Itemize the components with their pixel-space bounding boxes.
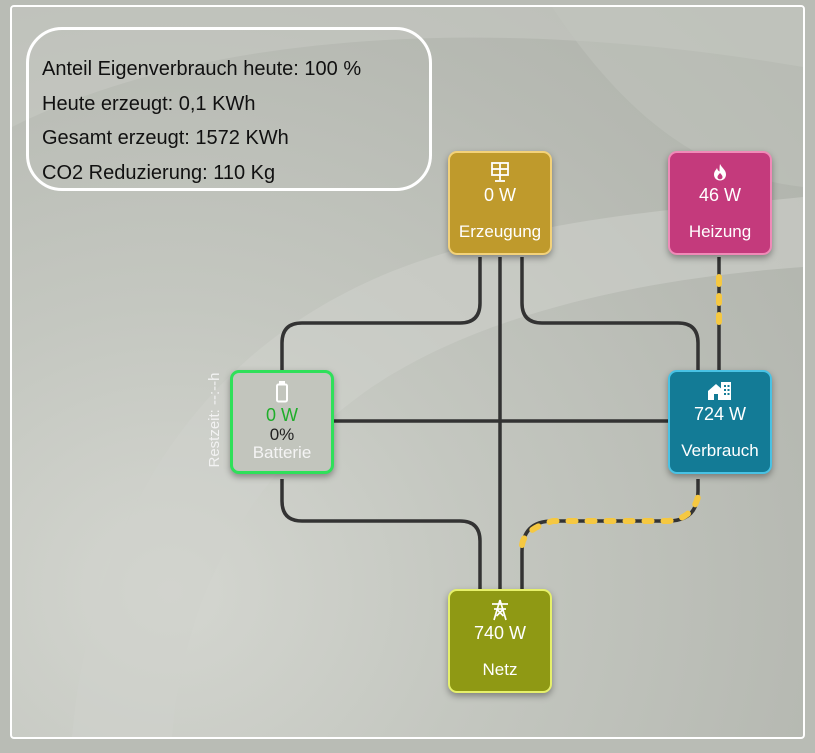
flow-dots-netz-verbrauch	[519, 494, 701, 548]
heizung-value: 46 W	[698, 185, 741, 205]
verbrauch-label: Verbrauch	[681, 441, 759, 460]
battery-icon	[233, 381, 331, 403]
line-erzeugung-batterie	[280, 257, 482, 370]
flow-lines	[280, 257, 722, 590]
batterie-percent: 0%	[269, 425, 295, 444]
netz-value: 740 W	[473, 623, 527, 643]
line-erzeugung-verbrauch	[520, 257, 700, 370]
batterie-label: Batterie	[252, 443, 312, 462]
line-netz-verbrauch	[520, 479, 700, 590]
batterie-value: 0 W	[265, 405, 298, 425]
gesamt-erzeugt-text: Gesamt erzeugt: 1572 KWh	[42, 127, 289, 149]
solar-panel-icon	[450, 161, 550, 183]
node-batterie[interactable]: 0 W 0% Batterie	[230, 370, 334, 474]
batterie-restzeit: Restzeit: --:--h	[206, 372, 223, 468]
node-heizung[interactable]: 46 W Heizung	[668, 151, 772, 255]
info-box: Anteil Eigenverbrauch heute: 100 % Heute…	[26, 27, 432, 191]
flame-icon	[670, 161, 770, 183]
erzeugung-label: Erzeugung	[458, 222, 542, 241]
power-tower-icon	[450, 599, 550, 621]
eigenverbrauch-text: Anteil Eigenverbrauch heute: 100 %	[42, 58, 362, 80]
co2-text: CO2 Reduzierung: 110 Kg	[42, 161, 276, 184]
netz-label: Netz	[482, 660, 518, 679]
node-netz[interactable]: 740 W Netz	[448, 589, 552, 693]
energy-flow-panel: Anteil Eigenverbrauch heute: 100 % Heute…	[10, 5, 805, 739]
node-erzeugung[interactable]: 0 W Erzeugung	[448, 151, 552, 255]
heute-erzeugt-text: Heute erzeugt: 0,1 KWh	[42, 92, 256, 115]
heizung-label: Heizung	[688, 222, 752, 241]
erzeugung-value: 0 W	[483, 185, 516, 205]
house-icon	[670, 380, 770, 402]
node-verbrauch[interactable]: 724 W Verbrauch	[668, 370, 772, 474]
line-batterie-netz	[280, 479, 482, 590]
verbrauch-value: 724 W	[693, 404, 747, 424]
